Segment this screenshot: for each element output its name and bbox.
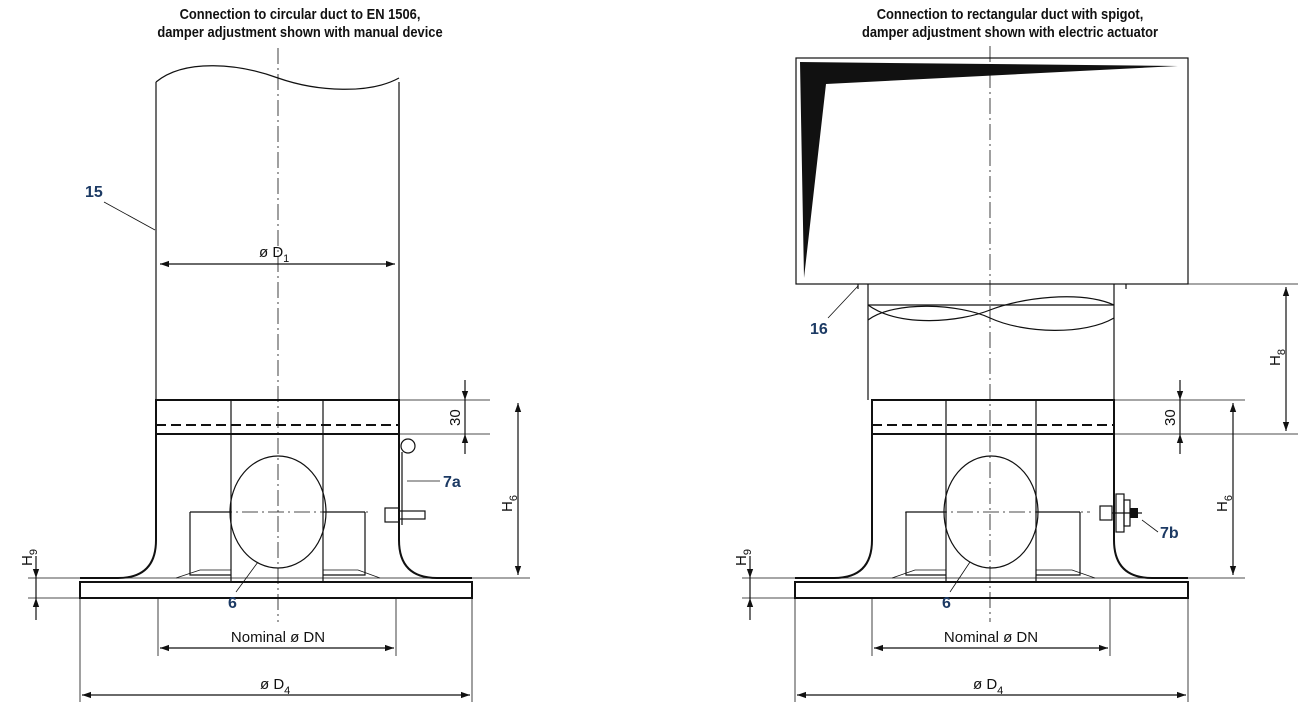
right-diagram-title: Connection to rectangular duct with spig…: [778, 6, 1242, 42]
left-callout-15: 15: [85, 184, 103, 201]
left-callout-7a: 7a: [443, 474, 461, 491]
right-h9-label: H9: [733, 549, 754, 566]
rectangular-duct: [795, 57, 1189, 285]
left-diagram-title: Connection to circular duct to EN 1506, …: [68, 6, 532, 42]
right-title-line-2: damper adjustment shown with electric ac…: [861, 24, 1159, 41]
right-dim-30: 30: [1162, 409, 1179, 426]
right-d4-label: ø D4: [973, 676, 1003, 697]
right-callout-7b: 7b: [1160, 525, 1179, 542]
left-callout-6: 6: [228, 595, 237, 612]
left-d1-label: ø D1: [259, 244, 289, 265]
right-dn-label: Nominal ø DN: [944, 629, 1038, 646]
right-h8-label: H8: [1267, 349, 1288, 366]
left-h9-label: H9: [19, 549, 40, 566]
left-drawing: ø D1 15 30 H6 7a H9 6 Nominal ø DN: [19, 48, 530, 702]
left-title-line-2: damper adjustment shown with manual devi…: [157, 24, 443, 41]
left-dn-label: Nominal ø DN: [231, 629, 325, 646]
left-title-line-1: Connection to circular duct to EN 1506,: [179, 6, 421, 23]
right-callout-6: 6: [942, 595, 951, 612]
electric-actuator: [1099, 493, 1142, 533]
left-d4-label: ø D4: [260, 676, 290, 697]
spigot: [857, 284, 1127, 400]
right-drawing: 16 H8 30 H6 7b H9 6 Nominal ø DN: [733, 46, 1298, 702]
circular-duct: [155, 65, 400, 400]
right-damper-body: [794, 399, 1189, 599]
right-h6-label: H6: [1214, 495, 1235, 512]
manual-device: [384, 438, 426, 525]
left-dim-30: 30: [447, 409, 464, 426]
left-h6-label: H6: [499, 495, 520, 512]
right-callout-16: 16: [810, 321, 828, 338]
right-title-line-1: Connection to rectangular duct with spig…: [876, 6, 1144, 23]
left-damper-body: [79, 399, 473, 599]
